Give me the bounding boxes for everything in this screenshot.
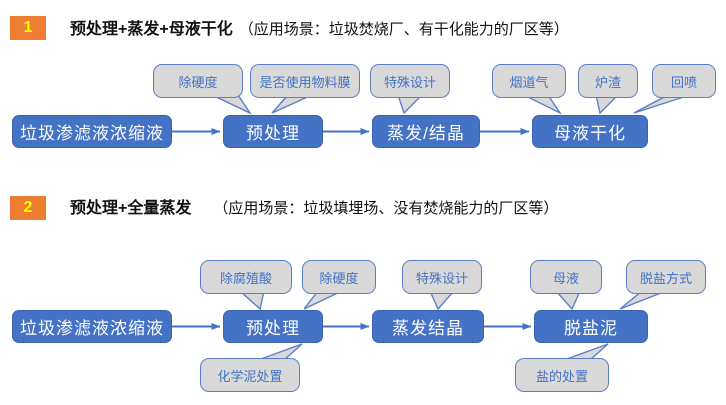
section-1-title-main: 预处理+蒸发+母液干化	[70, 21, 233, 38]
node-pretreatment-2: 预处理	[223, 310, 323, 343]
section-1-badge: 1	[10, 16, 46, 40]
section-1-title: 预处理+蒸发+母液干化 （应用场景：垃圾焚烧厂、有干化能力的厂区等）	[70, 17, 569, 43]
callout-special-design-1: 特殊设计	[370, 64, 450, 98]
callout-remove-hardness-2: 除硬度	[302, 260, 376, 294]
section-2-title-main: 预处理+全量蒸发	[70, 200, 192, 217]
section-1-title-note: （应用场景：垃圾焚烧厂、有干化能力的厂区等）	[238, 21, 569, 38]
node-desalted-sludge: 脱盐泥	[534, 310, 648, 343]
callout-remove-hardness-1: 除硬度	[153, 64, 243, 98]
callout-mother-liquor: 母液	[530, 260, 602, 294]
section-2-title: 预处理+全量蒸发 （应用场景：垃圾填埋场、没有焚烧能力的厂区等）	[70, 196, 558, 222]
callout-material-membrane: 是否使用物料膜	[250, 64, 360, 98]
node-mother-liquor-drying: 母液干化	[532, 115, 648, 148]
node-evaporation-crystallization-1: 蒸发/结晶	[372, 115, 480, 148]
callout-flue-gas: 烟道气	[492, 64, 566, 98]
callout-chemical-sludge-disposal: 化学泥处置	[200, 358, 300, 392]
callout-slag: 炉渣	[578, 64, 638, 98]
node-concentrated-leachate-2: 垃圾渗滤液浓缩液	[12, 310, 172, 343]
node-pretreatment-1: 预处理	[223, 115, 323, 148]
callout-remove-humic-acid: 除腐殖酸	[200, 260, 292, 294]
section-2-title-note: （应用场景：垃圾填埋场、没有焚烧能力的厂区等）	[213, 200, 559, 217]
node-concentrated-leachate-1: 垃圾渗滤液浓缩液	[12, 115, 172, 148]
callout-respray: 回喷	[652, 64, 716, 98]
callout-salt-disposal: 盐的处置	[515, 358, 609, 392]
node-evaporation-crystallization-2: 蒸发结晶	[372, 310, 484, 343]
callout-desalination-method: 脱盐方式	[626, 260, 706, 294]
section-2-badge: 2	[10, 196, 46, 220]
callout-special-design-2: 特殊设计	[402, 260, 482, 294]
